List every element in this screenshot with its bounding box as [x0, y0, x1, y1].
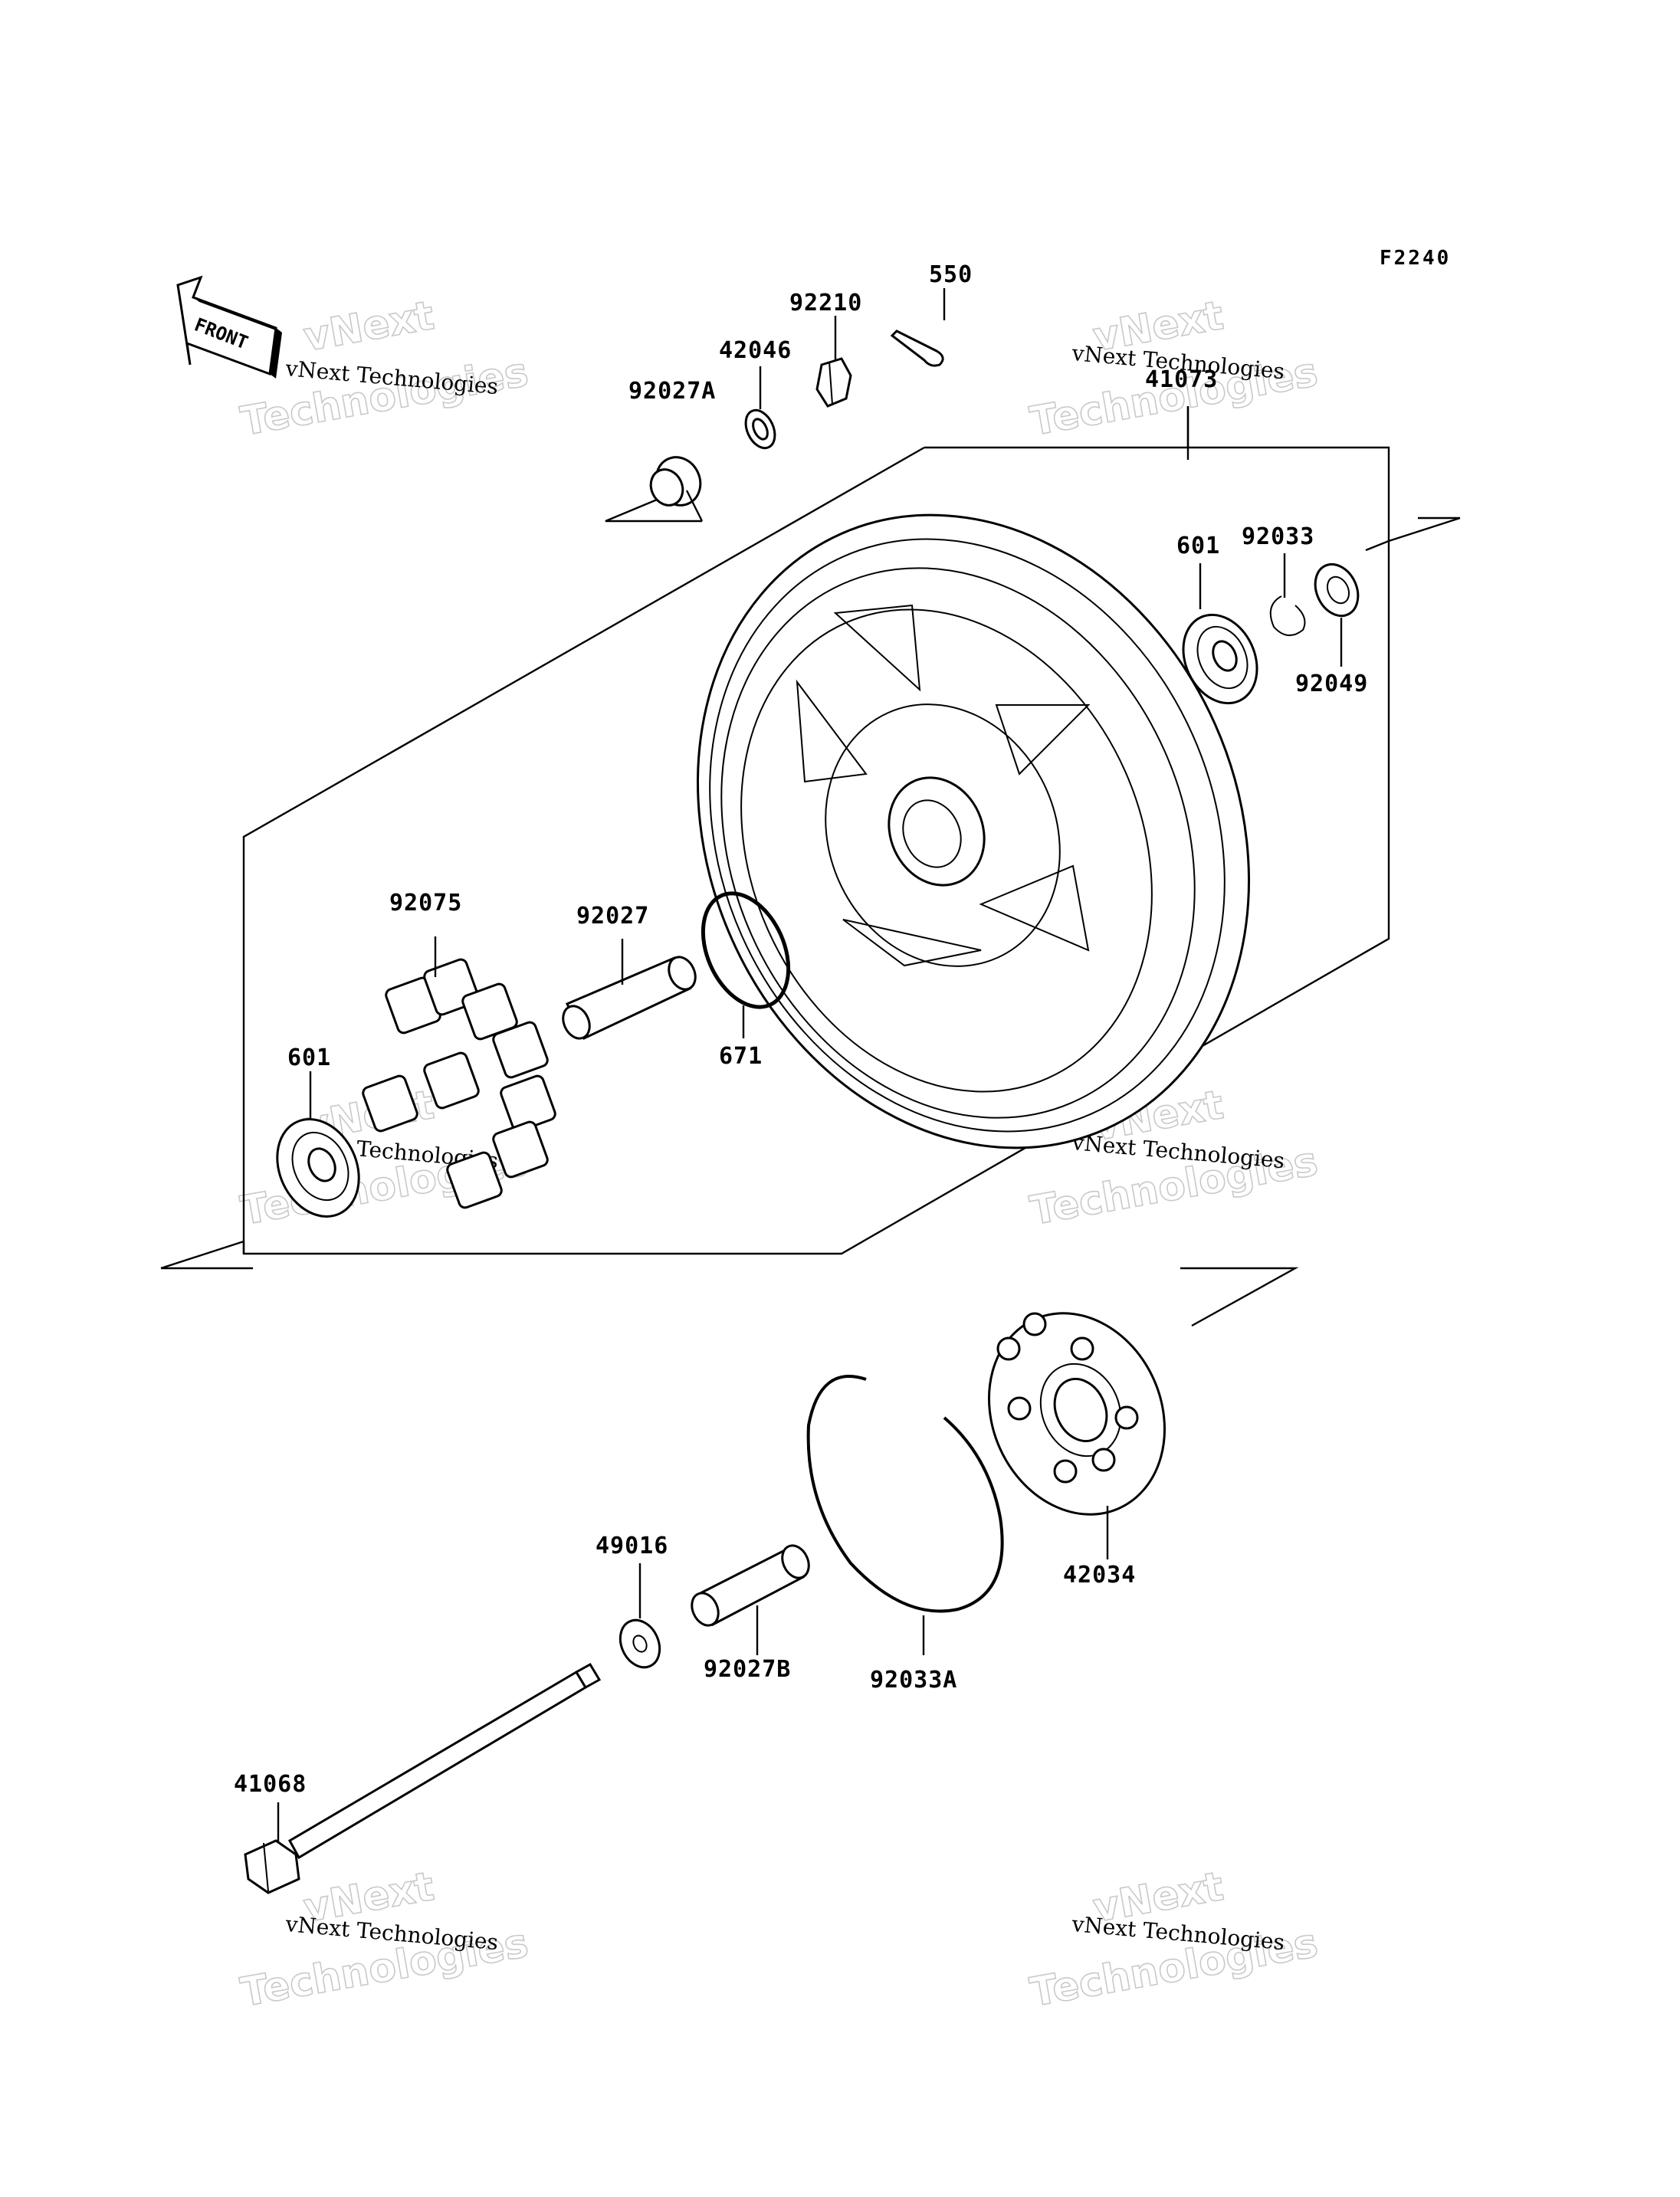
label-601-right: 601: [1176, 533, 1220, 559]
bearing-601-left: [276, 1071, 360, 1218]
o-ring-671: [701, 891, 791, 1038]
figure-code: F2240: [1380, 247, 1451, 270]
sprocket-coupling-42034: [987, 1267, 1299, 1559]
axle-41068: [244, 1662, 602, 1894]
bearing-601-right: [1182, 563, 1258, 705]
wheel-41073: [697, 406, 1250, 1149]
label-671: 671: [719, 1043, 763, 1070]
label-92033: 92033: [1242, 523, 1314, 550]
label-42046: 42046: [719, 337, 792, 364]
oil-seal-92049: [1314, 562, 1360, 667]
label-49016: 49016: [596, 1533, 668, 1559]
watermark-bottom-right: vNext Technologies vNext Technologies: [1026, 1863, 1321, 2016]
label-92027a: 92027A: [628, 378, 716, 405]
cotter-pin-550: [890, 288, 946, 367]
damper-92075: [362, 936, 556, 1209]
assembly-frame: [160, 406, 1461, 1270]
circlip-92033a: [806, 1375, 1004, 1655]
watermark-top-left: vNext Technologies vNext Technologies: [237, 292, 532, 445]
sleeve-92027: [562, 939, 697, 1040]
label-92049: 92049: [1295, 671, 1368, 697]
washer-49016: [619, 1563, 661, 1669]
part-labels: 550 92210 42046 92027A 41073 601 92033 9…: [234, 261, 1368, 1798]
washer-42046: [744, 366, 776, 450]
circlip-92033: [1269, 553, 1306, 636]
label-41073: 41073: [1145, 366, 1218, 393]
watermark-big-top: vNext: [300, 293, 438, 361]
label-92033a: 92033A: [870, 1667, 957, 1694]
front-arrow-icon: FRONT: [176, 275, 282, 379]
label-92027: 92027: [576, 903, 649, 930]
label-601-left: 601: [287, 1044, 331, 1071]
label-42034: 42034: [1063, 1562, 1136, 1589]
label-92210: 92210: [789, 290, 862, 316]
castle-nut-92210: [815, 316, 852, 408]
label-92027b: 92027B: [704, 1656, 791, 1683]
label-550: 550: [929, 261, 973, 288]
label-41068: 41068: [234, 1771, 307, 1798]
collar-92027b: [691, 1544, 810, 1655]
collar-92027a: [605, 456, 704, 523]
label-92075: 92075: [389, 890, 462, 917]
